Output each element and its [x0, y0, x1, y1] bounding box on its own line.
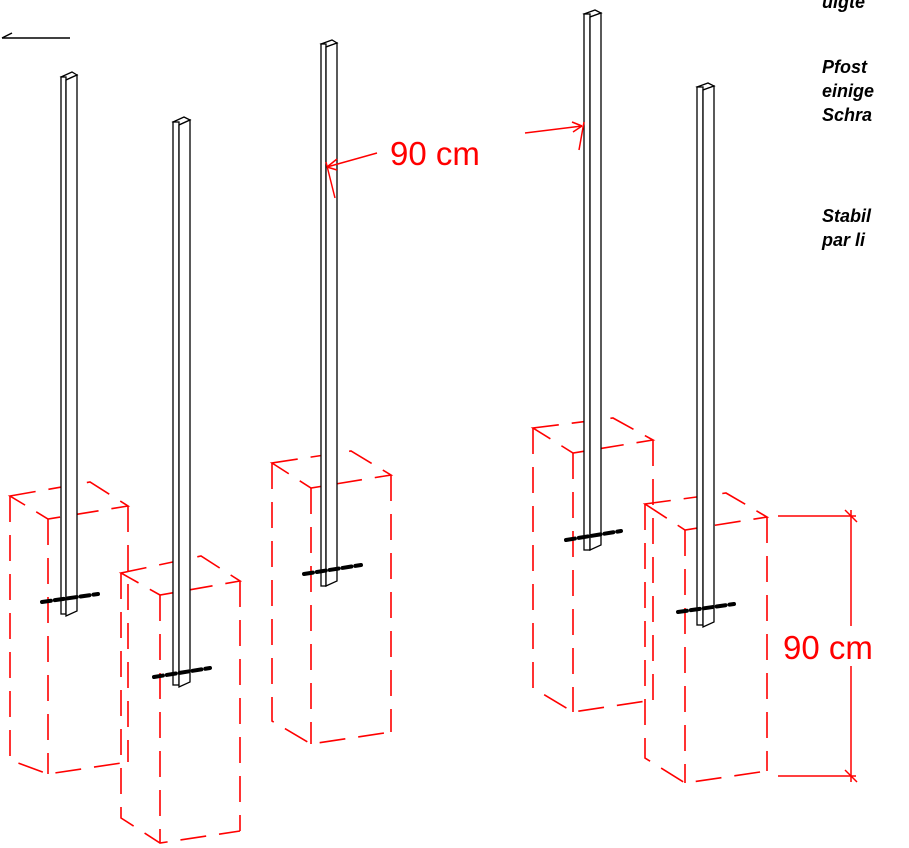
spacing-dimension [325, 121, 585, 199]
anchor-bolt-5 [676, 602, 736, 614]
anchor-bolt-2 [152, 666, 212, 679]
note-fragment-1: uigte [822, 0, 865, 14]
depth-dimension [778, 509, 858, 783]
fence-post-1 [59, 71, 79, 618]
direction-arrow [1, 32, 70, 39]
fence-post-5 [695, 82, 716, 629]
anchor-bolt-1 [40, 592, 100, 604]
depth-dimension-label: 90 cm [783, 629, 873, 666]
note-fragment-2: Pfost einige Schra [822, 55, 874, 127]
note-line: Stabil [822, 206, 872, 226]
note-line: uigte [822, 0, 865, 12]
fence-post-3 [319, 39, 339, 588]
note-line: par li [822, 230, 866, 250]
fence-post-2 [171, 116, 192, 689]
note-line: Schra [822, 105, 873, 125]
spacing-dimension-label: 90 cm [390, 135, 480, 172]
anchor-bolt-3 [302, 563, 363, 576]
fence-post-4 [582, 9, 603, 552]
anchor-bolt-4 [564, 529, 623, 542]
note-line: Pfost [822, 57, 867, 77]
note-line: einige [822, 81, 875, 101]
note-fragment-3: Stabil par li [822, 204, 871, 252]
